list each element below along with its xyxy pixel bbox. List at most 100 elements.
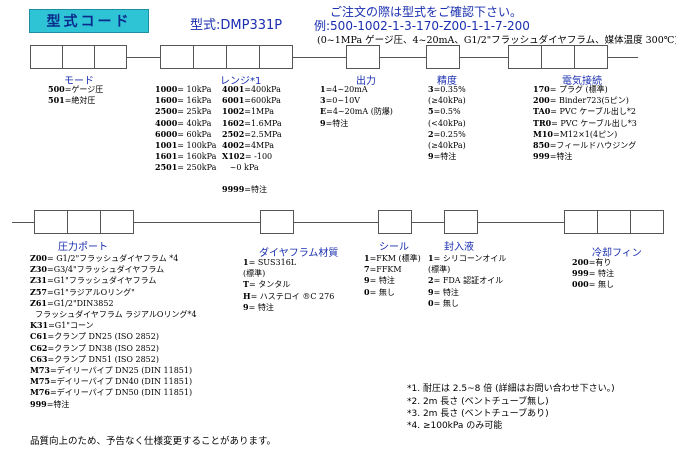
option-code: 2 xyxy=(428,275,434,286)
electrical-options: 170= プラグ (標準)200= Binder723(5ピン)TA0= PVC… xyxy=(533,84,637,162)
option-code: 9 xyxy=(364,275,370,286)
option-code: 9 xyxy=(428,151,434,162)
note-1: *1. 耐圧は 2.5~8 倍 (詳細はお問い合わせ下さい。) xyxy=(407,384,615,394)
option-code: T xyxy=(243,279,249,290)
code-box-mode-3 xyxy=(94,45,127,69)
option-desc: = PVC ケーブル出し*3 xyxy=(551,118,637,128)
model-label: 型式:DMP331P xyxy=(190,18,283,33)
code-box-accuracy xyxy=(426,45,460,69)
option-desc: = 無し xyxy=(369,287,395,297)
connector-line xyxy=(412,222,444,223)
example-code: 例:500-1002-1-3-170-Z00-1-1-7-200 xyxy=(314,19,530,33)
option-desc: = 16kPa xyxy=(177,96,212,106)
option-row: C63=クランプ DN51 (ISO 2852) xyxy=(30,354,197,365)
option-code: 0 xyxy=(364,286,370,297)
accuracy-title: 精度 xyxy=(437,76,457,87)
option-desc: =特注 xyxy=(244,184,267,194)
diaphragm-title: ダイヤフラム材質 xyxy=(259,248,339,259)
option-desc: = タンタル xyxy=(248,280,291,290)
code-box-output xyxy=(346,45,380,69)
option-row: 2=0.25% xyxy=(428,129,466,140)
code-box-diaphragm xyxy=(260,210,294,234)
option-row: TR0= PVC ケーブル出し*3 xyxy=(533,118,637,129)
option-code: 3 xyxy=(320,95,326,106)
code-box-range-2 xyxy=(193,45,227,69)
option-code: 2500 xyxy=(155,106,178,117)
option-row: 999=特注 xyxy=(30,399,197,410)
option-row: 3=0.35% xyxy=(428,84,466,95)
option-desc: フラッシュダイヤフラム ラジアルOリング*4 xyxy=(30,310,197,320)
option-code: 1602 xyxy=(222,117,245,128)
code-box-port-1 xyxy=(34,210,68,234)
option-row: 170= プラグ (標準) xyxy=(533,84,637,95)
option-desc: =0.5% xyxy=(433,107,461,117)
option-row: 4001=400kPa xyxy=(222,84,282,95)
option-row: 500=ゲージ圧 xyxy=(48,84,103,95)
option-desc: =600kPa xyxy=(244,96,281,106)
option-code: 9999 xyxy=(222,183,245,194)
code-box-mode-2 xyxy=(62,45,95,69)
option-code: 1 xyxy=(428,253,434,263)
option-desc: =1MPa xyxy=(244,107,275,117)
option-desc: =クランプ DN25 (ISO 2852) xyxy=(47,332,160,342)
note-4: *4. ≥100kPa のみ可能 xyxy=(407,421,503,431)
option-row: M75=デイリーパイプ DN40 (DIN 11851) xyxy=(30,376,197,387)
option-row xyxy=(222,174,282,184)
connector-line xyxy=(127,57,160,58)
option-desc: = 160kPa xyxy=(177,152,217,162)
range-title: レンジ*1 xyxy=(220,76,262,87)
option-code: 5 xyxy=(428,106,434,117)
option-desc: (標準) xyxy=(243,269,266,279)
option-desc: = シリコーンオイル xyxy=(433,254,507,263)
option-desc: (標準) xyxy=(428,265,451,275)
option-code: 850 xyxy=(533,140,550,151)
option-desc: = 100kPa xyxy=(177,141,217,151)
option-code: C62 xyxy=(30,342,48,353)
option-code: Z31 xyxy=(30,275,47,286)
code-box-cooling-3 xyxy=(630,210,664,234)
option-desc: =0~10V xyxy=(325,96,361,106)
option-desc: =0.35% xyxy=(433,85,466,94)
option-row: 7=FFKM xyxy=(364,264,421,275)
option-desc: = 無し xyxy=(433,298,459,308)
option-code: 4000 xyxy=(155,117,178,128)
option-code: 999 xyxy=(30,398,47,409)
option-desc: = 40kPa xyxy=(177,118,212,128)
option-desc: = Binder723(5ピン) xyxy=(549,96,629,106)
option-desc: = 60kPa xyxy=(177,129,212,139)
option-code: 999 xyxy=(533,151,550,162)
option-row: (≥40kPa) xyxy=(428,140,466,151)
option-row: 6001=600kPa xyxy=(222,95,282,106)
option-code: M10 xyxy=(533,128,553,139)
option-code: M76 xyxy=(30,387,50,398)
option-code: E xyxy=(320,106,327,117)
option-row: (<40kPa) xyxy=(428,118,466,129)
option-desc: = 10kPa xyxy=(177,85,212,94)
option-code: 1002 xyxy=(222,106,245,117)
option-desc: =G3/4"フラッシュダイヤフラム xyxy=(46,265,165,275)
option-code: 9 xyxy=(243,301,249,312)
option-desc: =G1/2"DIN3852 xyxy=(46,298,114,308)
option-desc: = G1/2"フラッシュダイヤフラム *4 xyxy=(46,254,179,263)
option-code: 7 xyxy=(364,264,370,275)
option-code: Z00 xyxy=(30,253,47,263)
option-row: T= タンタル xyxy=(243,279,334,290)
option-desc: = 特注 xyxy=(369,276,395,286)
option-desc: (<40kPa) xyxy=(428,118,466,128)
option-row: (標準) xyxy=(243,268,334,279)
port-title: 圧力ポート xyxy=(58,242,108,253)
option-row: 5=0.5% xyxy=(428,106,466,117)
option-desc: = SUS316L xyxy=(248,258,297,267)
option-desc: =クランプ DN38 (ISO 2852) xyxy=(47,343,160,353)
order-notice: ご注文の際は型式をご確認下さい。 xyxy=(330,5,523,19)
option-code: 500 xyxy=(48,84,65,94)
option-desc: =特注 xyxy=(46,399,70,409)
option-code: 1600 xyxy=(155,95,178,106)
option-row: 1600= 16kPa xyxy=(155,95,216,106)
option-desc: =有り xyxy=(588,258,612,267)
option-row: M10=M12×1(4ピン) xyxy=(533,129,637,140)
option-desc: =400kPa xyxy=(244,85,281,94)
option-desc: =デイリーパイプ DN40 (DIN 11851) xyxy=(50,377,193,387)
